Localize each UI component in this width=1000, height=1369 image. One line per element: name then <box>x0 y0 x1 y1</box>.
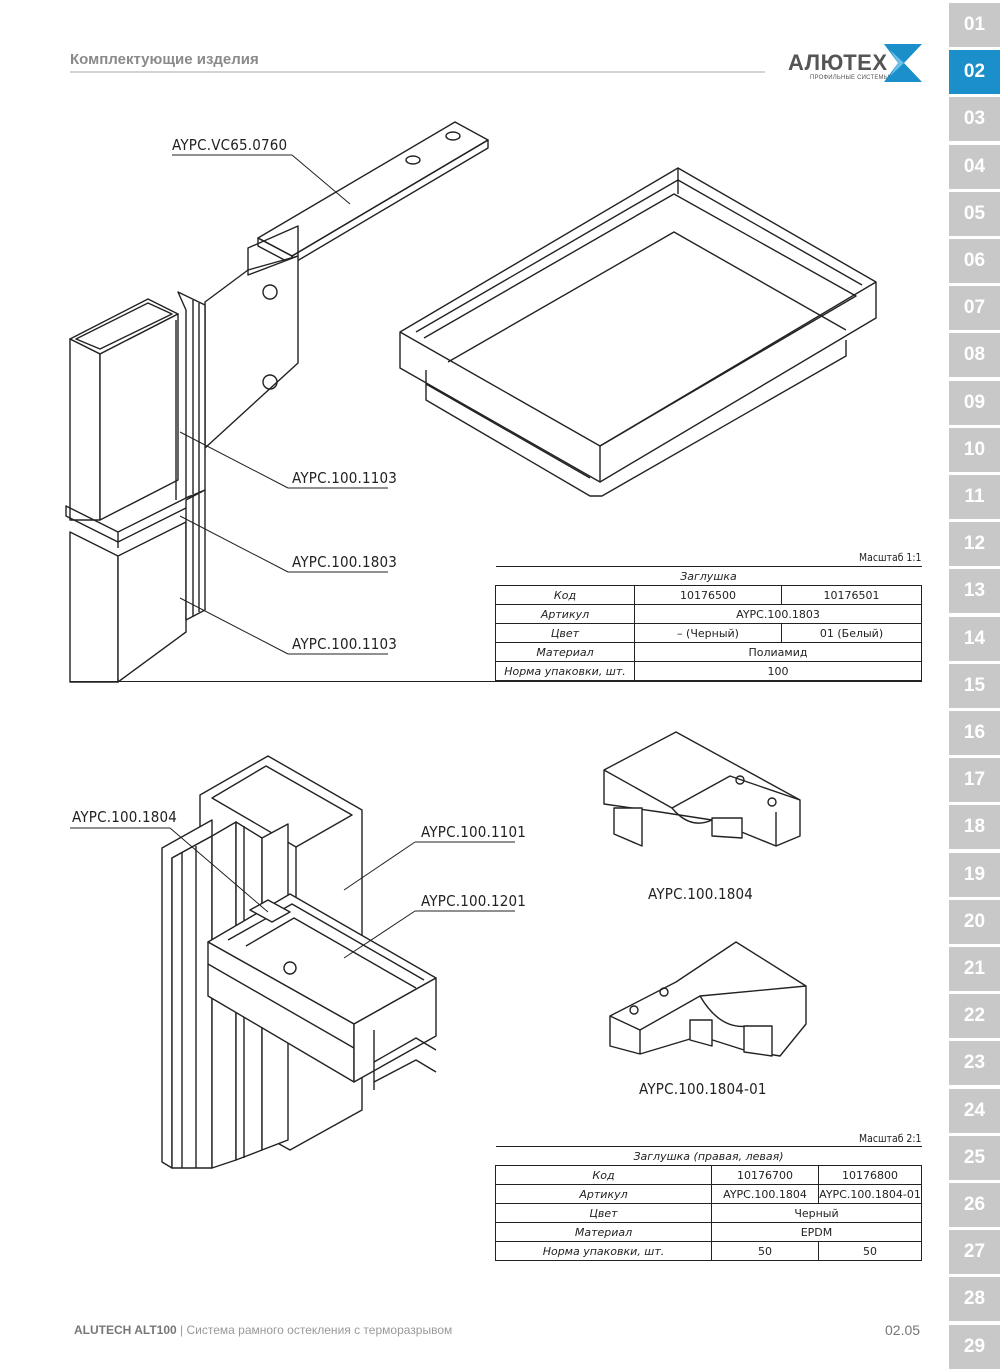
spec-cell: 01 (Белый) <box>781 623 922 643</box>
spec-cell: Норма упаковки, шт. <box>495 661 635 681</box>
spec-cell: Код <box>495 1165 712 1185</box>
spec-cell: Материал <box>495 1222 712 1242</box>
section-title: Комплектующие изделия <box>70 51 259 68</box>
scale-note-1: Масштаб 1:1 <box>858 551 921 564</box>
spec-cell: Материал <box>495 642 635 662</box>
header-divider <box>70 71 765 73</box>
chapter-tab-24[interactable]: 24 <box>949 1088 1000 1133</box>
chapter-tab-16[interactable]: 16 <box>949 711 1000 755</box>
page-number: 02.05 <box>885 1322 921 1338</box>
chapter-tab-09[interactable]: 09 <box>949 380 1000 425</box>
label-bracket: AYPC.VC65.0760 <box>172 136 288 154</box>
spec-cell: 10176500 <box>634 585 782 605</box>
chapter-tab-29[interactable]: 29 <box>949 1324 1000 1369</box>
chapter-tab-23[interactable]: 23 <box>949 1041 1000 1086</box>
chapter-tab-26[interactable]: 26 <box>949 1183 1000 1227</box>
chapter-tab-28[interactable]: 28 <box>949 1277 1000 1322</box>
footer-brand: ALUTECH ALT100 <box>74 1323 177 1337</box>
spec-cell: AYPC.100.1803 <box>634 604 922 624</box>
chapter-tab-05[interactable]: 05 <box>949 191 1000 236</box>
drawing-part-1804 <box>603 731 801 847</box>
spec-cell: Цвет <box>495 1203 712 1223</box>
spec-cell: Черный <box>711 1203 922 1223</box>
label-part-left: AYPC.100.1804-01 <box>639 1080 767 1098</box>
chapter-tab-11[interactable]: 11 <box>949 475 1000 519</box>
logo-mark-icon <box>884 44 922 82</box>
label-mullion: AYPC.100.1101 <box>421 823 527 841</box>
spec-cell: 50 <box>818 1241 922 1261</box>
chapter-tab-18[interactable]: 18 <box>949 805 1000 850</box>
chapter-tab-21[interactable]: 21 <box>949 947 1000 991</box>
spec-cell: Норма упаковки, шт. <box>495 1241 712 1261</box>
chapter-tab-01[interactable]: 01 <box>949 3 1000 47</box>
spec-cell: Цвет <box>495 623 635 643</box>
spec-cell: 10176501 <box>781 585 922 605</box>
label-profile-bottom: AYPC.100.1103 <box>292 635 398 653</box>
scale-note-2: Масштаб 2:1 <box>858 1132 921 1145</box>
spec-cell: – (Черный) <box>634 623 782 643</box>
logo-tagline: ПРОФИЛЬНЫЕ СИСТЕМЫ <box>810 75 890 81</box>
label-cap-left: AYPC.100.1804 <box>72 808 178 826</box>
brand-logo: АЛЮТЕХ ПРОФИЛЬНЫЕ СИСТЕМЫ <box>788 44 923 86</box>
chapter-tab-10[interactable]: 10 <box>949 427 1000 472</box>
spec-cell: Артикул <box>495 604 635 624</box>
spec-cell: 10176800 <box>818 1165 922 1185</box>
chapter-tab-25[interactable]: 25 <box>949 1135 1000 1180</box>
spec-table-2: Заглушка (правая, левая) Код 10176700 10… <box>495 1146 922 1261</box>
chapter-tab-07[interactable]: 07 <box>949 286 1000 331</box>
footer-brand-line: ALUTECH ALT100 | Система рамного остекле… <box>74 1323 453 1337</box>
spec-cell: 100 <box>634 661 922 681</box>
label-cap: AYPC.100.1803 <box>292 553 398 571</box>
drawing-joint-assembly <box>70 755 515 1169</box>
chapter-tab-12[interactable]: 12 <box>949 522 1000 567</box>
spec-cell: AYPC.100.1804 <box>711 1184 819 1204</box>
chapter-tab-04[interactable]: 04 <box>949 144 1000 189</box>
drawing-profile-assembly <box>65 121 489 683</box>
spec-cell: 50 <box>711 1241 819 1261</box>
drawing-cap-tray <box>399 167 877 497</box>
technical-drawings <box>65 121 877 1169</box>
spec-cell: 10176700 <box>711 1165 819 1185</box>
spec-cell: EPDM <box>711 1222 922 1242</box>
label-profile-top: AYPC.100.1103 <box>292 469 398 487</box>
spec-table-2-caption: Заглушка (правая, левая) <box>495 1146 922 1166</box>
spec-cell: Полиамид <box>634 642 922 662</box>
chapter-tab-14[interactable]: 14 <box>949 616 1000 661</box>
chapter-tab-17[interactable]: 17 <box>949 758 1000 803</box>
drawing-part-1804-01 <box>609 941 807 1057</box>
chapter-tab-08[interactable]: 08 <box>949 333 1000 378</box>
section-divider <box>70 681 922 682</box>
chapter-tab-27[interactable]: 27 <box>949 1230 1000 1275</box>
chapter-tab-13[interactable]: 13 <box>949 569 1000 614</box>
spec-table-1: Заглушка Код 10176500 10176501 Артикул A… <box>495 566 922 681</box>
chapter-tab-20[interactable]: 20 <box>949 899 1000 944</box>
chapter-tab-03[interactable]: 03 <box>949 97 1000 142</box>
chapter-tab-22[interactable]: 22 <box>949 994 1000 1039</box>
label-transom: AYPC.100.1201 <box>421 892 527 910</box>
spec-cell: Код <box>495 585 635 605</box>
spec-cell: AYPC.100.1804-01 <box>818 1184 922 1204</box>
spec-table-1-caption: Заглушка <box>495 566 922 586</box>
chapter-tab-02[interactable]: 02 <box>949 50 1000 95</box>
label-part-right: AYPC.100.1804 <box>648 885 754 903</box>
logo-name: АЛЮТЕХ <box>788 50 888 75</box>
footer-description: Система рамного остекления с терморазрыв… <box>186 1323 453 1337</box>
spec-cell: Артикул <box>495 1184 712 1204</box>
chapter-tab-06[interactable]: 06 <box>949 239 1000 283</box>
chapter-tab-19[interactable]: 19 <box>949 852 1000 897</box>
chapter-tab-15[interactable]: 15 <box>949 663 1000 708</box>
